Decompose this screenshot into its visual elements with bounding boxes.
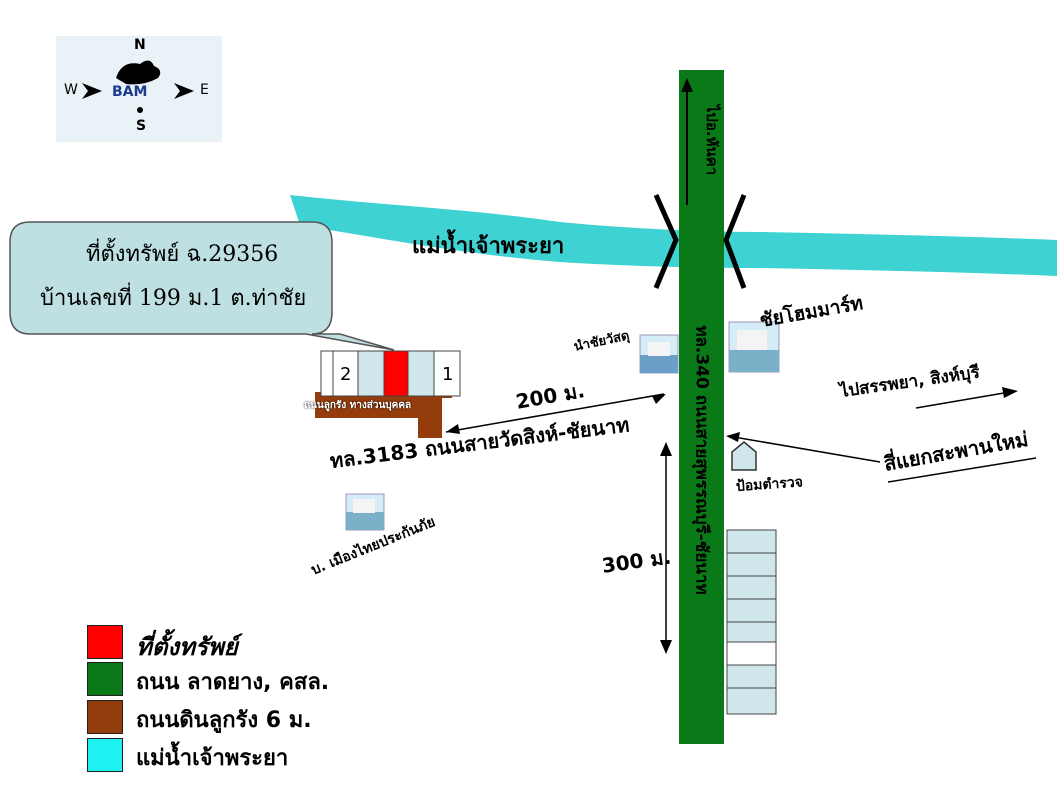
police-box (731, 441, 757, 471)
callout-line-2: บ้านเลขที่ 199 ม.1 ต.ท่าชัย (40, 286, 307, 311)
compass-west: W (64, 82, 78, 98)
compass-logo: BAM (112, 84, 148, 100)
bridge-left (653, 193, 679, 289)
compass (56, 36, 222, 142)
legend-swatch-road (87, 662, 123, 696)
legend-swatch-river (87, 738, 123, 772)
junction-arrow (727, 435, 881, 463)
legend-label-river: แม่น้ำเจ้าพระยา (136, 746, 289, 771)
property-plot (383, 350, 409, 397)
rooster-icon (116, 60, 161, 85)
shophouse-column (726, 529, 777, 715)
compass-north: N (134, 37, 146, 53)
river-label: แม่น้ำเจ้าพระยา (412, 234, 565, 259)
legend-swatch-dirt (87, 700, 123, 734)
plot-number-1: 1 (442, 364, 454, 385)
dirt-road-label: ถนนลูกรัง ทางส่วนบุคคล (304, 400, 412, 411)
dirt-road (315, 370, 452, 438)
compass-east: E (200, 82, 209, 98)
east-arrow (915, 392, 1005, 409)
west-arrow-icon (82, 83, 102, 99)
legend-label-property: ที่ตั้งทรัพย์ (136, 633, 238, 661)
insurance-photo (345, 493, 385, 531)
legend-label-road: ถนน ลาดยาง, คสล. (136, 670, 330, 695)
bridge-right (723, 194, 747, 289)
callout-line-1: ที่ตั้งทรัพย์ ฉ.29356 (86, 242, 279, 267)
callout-bubble (9, 221, 395, 351)
shop-left-photo (639, 334, 679, 374)
police-label: ป้อมตำรวจ (735, 474, 804, 495)
north-arrow-head (681, 78, 693, 92)
dist-200-line (445, 393, 665, 433)
legend-label-dirt: ถนนดินลูกรัง 6 ม. (136, 708, 312, 733)
main-road-label: ทล.340 ถนนสายสุพรรณบุรี-ชัยนาท (691, 325, 712, 595)
compass-south: S (136, 118, 147, 134)
east-arrow-icon (174, 83, 194, 99)
legend-swatch-property (87, 625, 123, 659)
shop-right-photo (728, 321, 780, 373)
plot-row (320, 350, 461, 397)
to-north-label: ไปอ.หันคา (703, 104, 721, 176)
plot-number-2: 2 (340, 364, 352, 385)
